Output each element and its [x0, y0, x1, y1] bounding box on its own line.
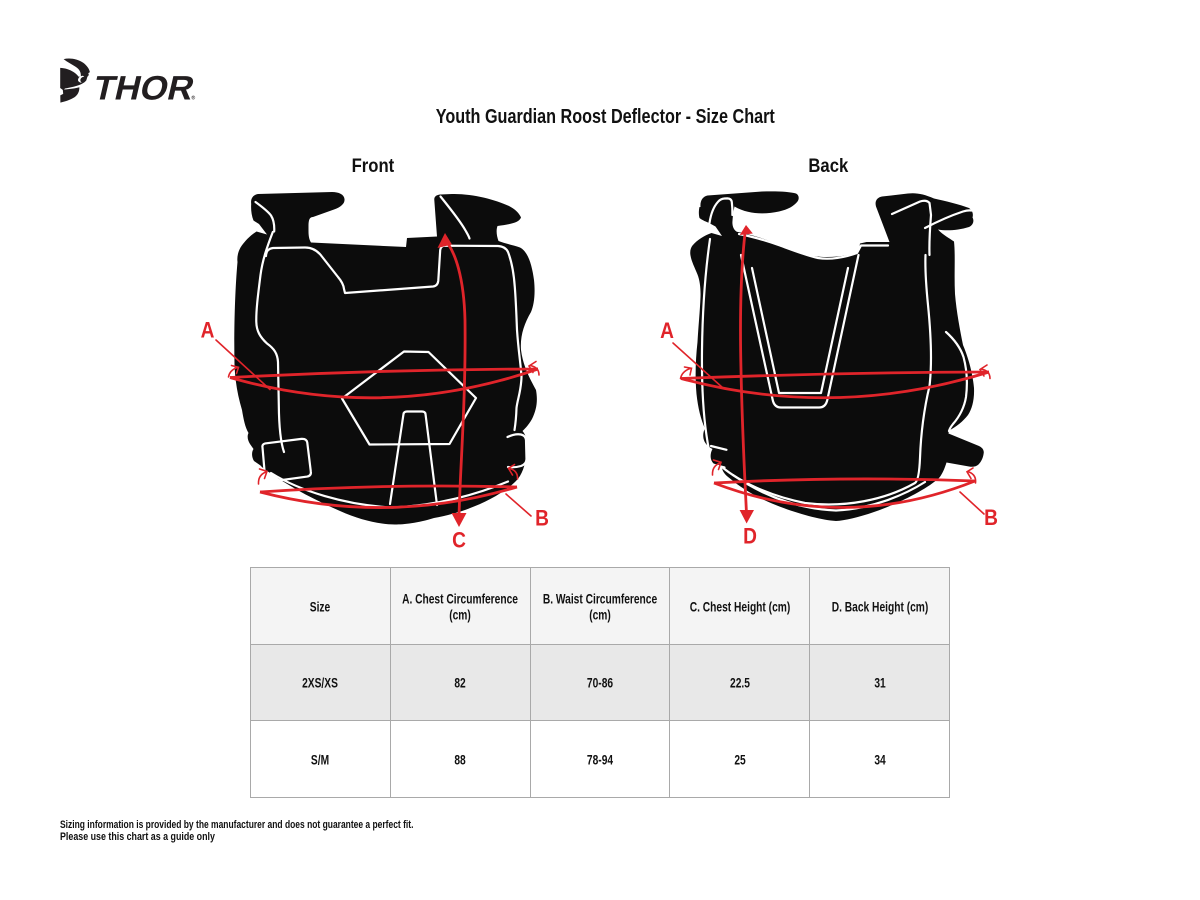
svg-text:D: D [743, 524, 757, 549]
svg-text:C: C [452, 528, 466, 553]
svg-text:®: ® [192, 95, 196, 102]
svg-text:B: B [535, 506, 549, 531]
svg-text:B: B [984, 506, 998, 531]
svg-text:THOR: THOR [90, 70, 198, 108]
svg-text:A: A [201, 318, 215, 343]
svg-text:A: A [660, 319, 674, 344]
